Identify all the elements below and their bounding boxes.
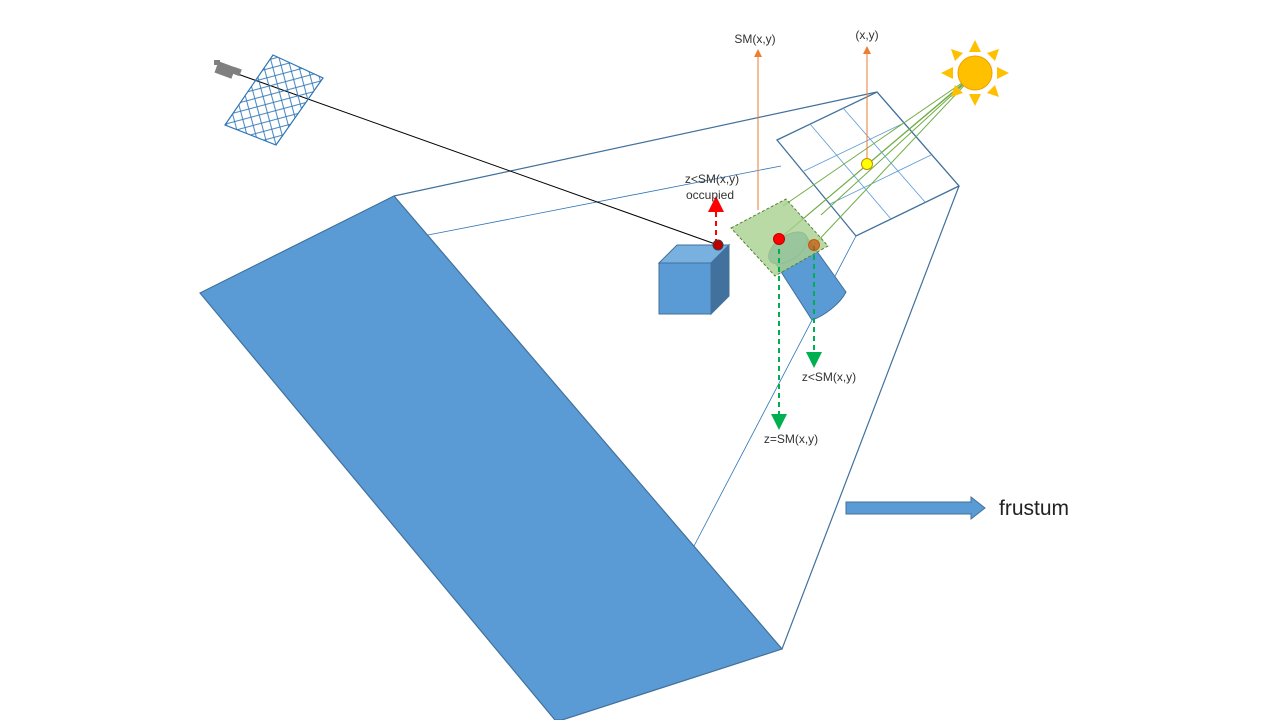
image-plane	[224, 54, 324, 146]
legend-arrow	[845, 495, 986, 521]
cube-object	[657, 243, 731, 316]
z-less-label: z<SM(x,y)	[802, 370, 856, 384]
orange-sample-point	[808, 239, 820, 251]
frustum-far-plane	[199, 195, 784, 720]
z-equal-label: z=SM(x,y)	[764, 432, 818, 446]
cube-hit-point	[712, 239, 724, 251]
occupied-label: occupied	[686, 188, 734, 202]
camera-icon	[214, 60, 242, 79]
red-sample-point	[773, 233, 785, 245]
xy-label: (x,y)	[855, 28, 878, 42]
sm-xy-label: SM(x,y)	[734, 32, 775, 46]
legend-label: frustum	[999, 497, 1069, 520]
shadow-map-texel-point	[861, 158, 873, 170]
light-rays	[778, 71, 978, 246]
sun-icon	[941, 40, 1009, 106]
occupied-condition-label: z<SM(x,y)	[685, 172, 739, 186]
legend: frustum	[845, 495, 1069, 521]
camera-ray	[231, 71, 719, 246]
